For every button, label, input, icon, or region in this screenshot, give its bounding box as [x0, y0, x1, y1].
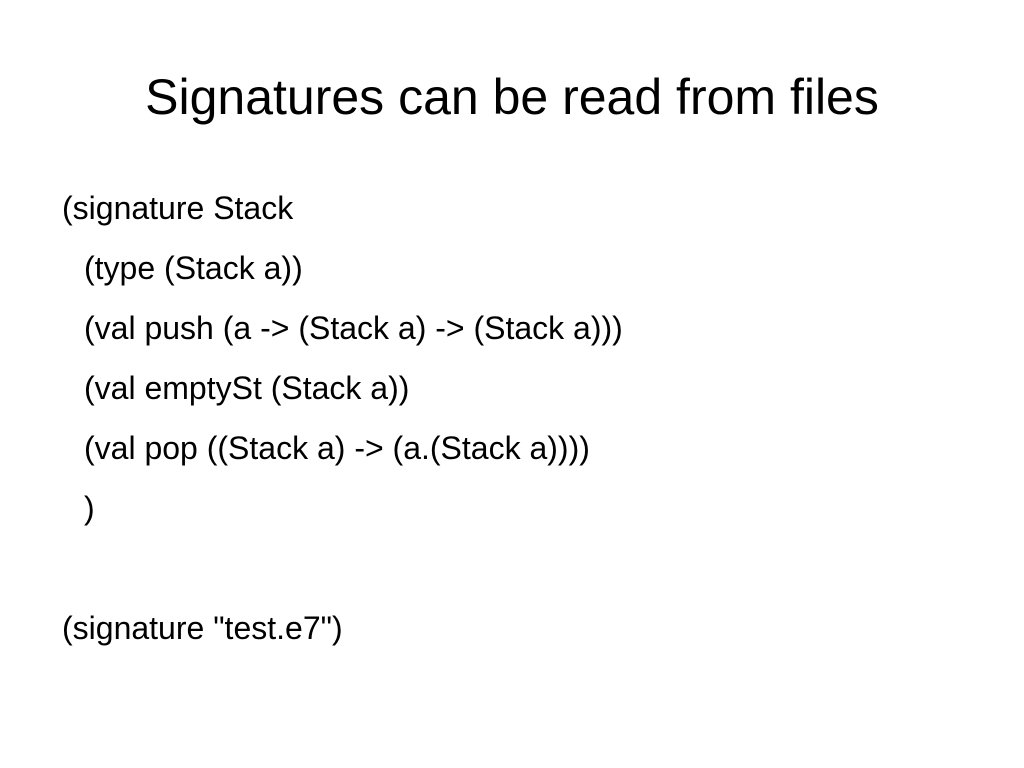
slide-title: Signatures can be read from files — [145, 69, 879, 125]
code-line-val-push: (val push (a -> (Stack a) -> (Stack a))) — [84, 310, 623, 346]
code-line-type: (type (Stack a)) — [84, 250, 303, 286]
code-line-val-emptyst: (val emptySt (Stack a)) — [84, 370, 410, 406]
code-line-signature-file: (signature "test.e7") — [62, 610, 343, 646]
code-line-signature-stack: (signature Stack — [62, 190, 294, 226]
code-line-val-pop: (val pop ((Stack a) -> (a.(Stack a)))) — [84, 430, 590, 466]
slide-body: (signature Stack (type (Stack a)) (val p… — [62, 184, 1002, 664]
code-line-blank — [62, 544, 1002, 604]
code-line-close-paren: ) — [84, 490, 95, 526]
